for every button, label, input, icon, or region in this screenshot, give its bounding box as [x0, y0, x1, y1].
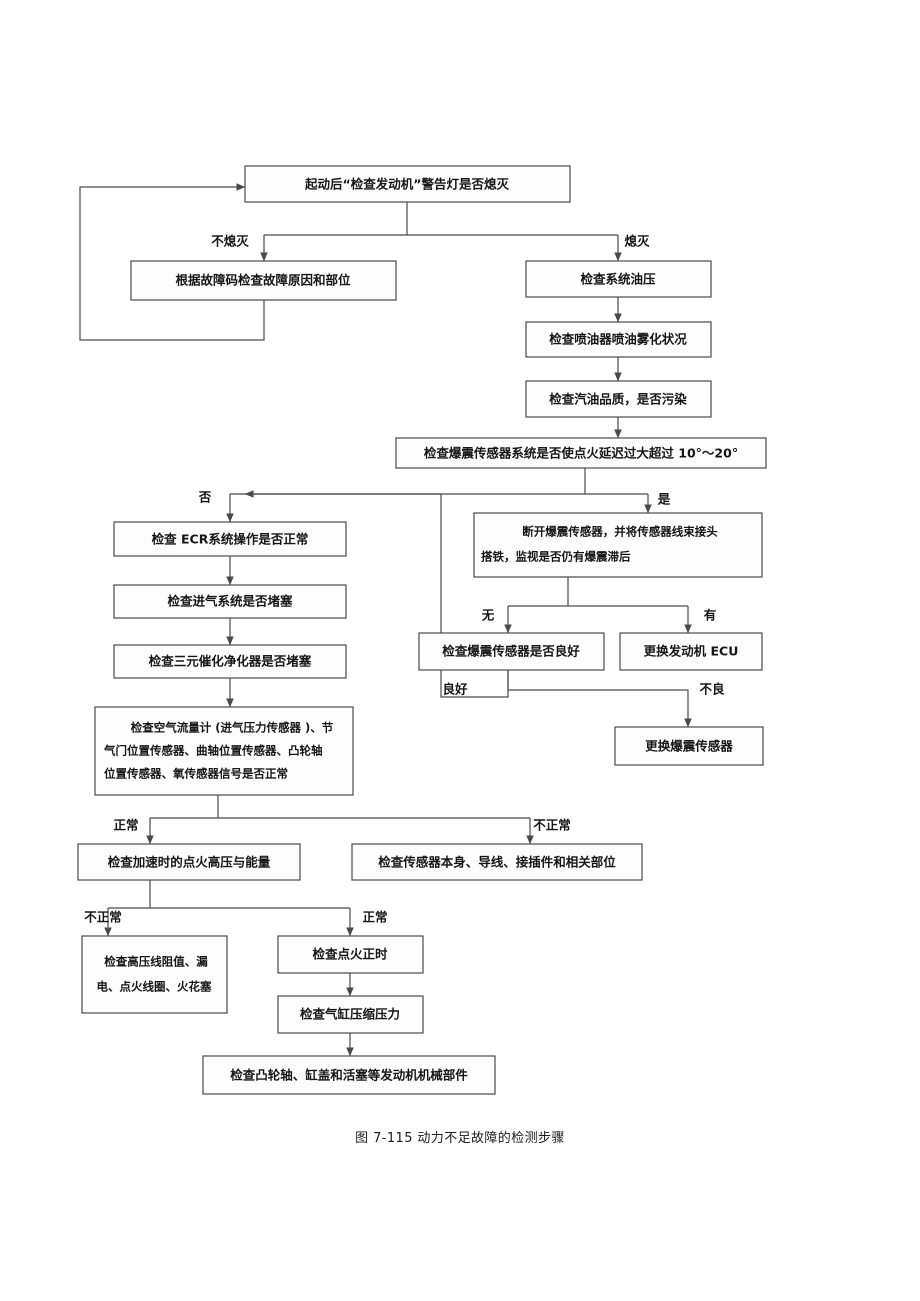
node-intake-system[interactable]: 检查进气系统是否堵塞	[113, 584, 347, 619]
edge-label-yes: 是	[657, 492, 671, 507]
node-hv-line-line1: 检查高压线阻值、漏	[104, 955, 208, 969]
connector-layer	[79, 183, 692, 1057]
node-ignition-hv-energy-label: 检查加速时的点火高压与能量	[108, 855, 271, 870]
node-system-oil-pressure-label: 检查系统油压	[580, 272, 656, 287]
node-ignition-timing[interactable]: 检查点火正时	[277, 935, 424, 974]
node-dtc-check-label: 根据故障码检查故障原因和部位	[175, 273, 351, 288]
node-hv-line-line2: 电、点火线圈、火花塞	[97, 980, 212, 994]
node-disconnect-knock-sensor-box[interactable]	[473, 512, 763, 578]
node-catalytic-converter[interactable]: 检查三元催化净化器是否堵塞	[113, 644, 347, 679]
node-intake-system-box[interactable]	[113, 584, 347, 619]
node-catalytic-converter-box[interactable]	[113, 644, 347, 679]
edge-label-layer: 不熄灭 熄灭 否 是 无 有 良好 不良 正常 不正常 不正常 正常	[84, 234, 725, 925]
node-hv-line[interactable]: 检查高压线阻值、漏 电、点火线圈、火花塞	[81, 935, 228, 1014]
node-sensor-wiring-label: 检查传感器本身、导线、接插件和相关部位	[378, 855, 616, 870]
node-knock-sensor-good[interactable]: 检查爆震传感器是否良好	[418, 632, 605, 671]
figure-caption: 图 7-115 动力不足故障的检测步骤	[355, 1131, 565, 1146]
node-system-oil-pressure-box[interactable]	[525, 260, 712, 298]
edge-label-not-extinguished: 不熄灭	[211, 234, 249, 249]
node-sensor-wiring[interactable]: 检查传感器本身、导线、接插件和相关部位	[351, 843, 643, 881]
node-ecr-system-box[interactable]	[113, 521, 347, 557]
node-sensor-signals-line2: 气门位置传感器、曲轴位置传感器、凸轮轴	[103, 744, 323, 758]
node-cylinder-compression[interactable]: 检查气缸压缩压力	[277, 995, 424, 1034]
edge-label-abnormal-ignition: 不正常	[84, 910, 122, 925]
node-start-box[interactable]	[244, 165, 571, 203]
node-dtc-check-box[interactable]	[130, 260, 397, 301]
node-knock-sensor-system-box[interactable]	[395, 437, 767, 469]
node-cylinder-compression-box[interactable]	[277, 995, 424, 1034]
edge-label-good: 良好	[442, 682, 468, 697]
node-injector-atomization[interactable]: 检查喷油器喷油雾化状况	[525, 321, 712, 358]
node-fuel-quality-label: 检查汽油品质，是否污染	[549, 392, 687, 407]
node-ecr-system[interactable]: 检查 ECR系统操作是否正常	[113, 521, 347, 557]
node-layer: 起动后“检查发动机”警告灯是否熄灭 根据故障码检查故障原因和部位 检查系统油压 …	[77, 165, 767, 1095]
edge-label-bad: 不良	[699, 682, 725, 697]
node-start[interactable]: 起动后“检查发动机”警告灯是否熄灭	[244, 165, 571, 203]
node-ignition-timing-label: 检查点火正时	[312, 947, 388, 962]
node-cylinder-compression-label: 检查气缸压缩压力	[300, 1007, 400, 1022]
conn-dtc-feedback	[79, 183, 265, 341]
node-hv-line-box[interactable]	[81, 935, 228, 1014]
node-knock-sensor-system-label: 检查爆震传感器系统是否使点火延迟过大超过 10°～20°	[424, 446, 738, 461]
node-knock-sensor-system[interactable]: 检查爆震传感器系统是否使点火延迟过大超过 10°～20°	[395, 437, 767, 469]
node-mechanical-parts-label: 检查凸轮轴、缸盖和活塞等发动机机械部件	[230, 1068, 468, 1083]
node-dtc-check[interactable]: 根据故障码检查故障原因和部位	[130, 260, 397, 301]
node-replace-ecu[interactable]: 更换发动机 ECU	[619, 632, 763, 671]
node-replace-ecu-label: 更换发动机 ECU	[644, 644, 739, 659]
edge-label-normal-ignition: 正常	[362, 910, 387, 925]
node-system-oil-pressure[interactable]: 检查系统油压	[525, 260, 712, 298]
edge-label-extinguished: 熄灭	[623, 234, 650, 249]
node-replace-ecu-box[interactable]	[619, 632, 763, 671]
node-catalytic-converter-label: 检查三元催化净化器是否堵塞	[149, 654, 312, 669]
node-ignition-timing-box[interactable]	[277, 935, 424, 974]
node-sensor-wiring-box[interactable]	[351, 843, 643, 881]
node-mechanical-parts-box[interactable]	[202, 1055, 496, 1095]
node-ignition-hv-energy-box[interactable]	[77, 843, 301, 881]
node-mechanical-parts[interactable]: 检查凸轮轴、缸盖和活塞等发动机机械部件	[202, 1055, 496, 1095]
node-sensor-signals-line1: 检查空气流量计 (进气压力传感器 )、节	[131, 721, 334, 735]
edge-label-none: 无	[481, 608, 495, 623]
node-ecr-system-label: 检查 ECR系统操作是否正常	[152, 532, 309, 547]
node-fuel-quality[interactable]: 检查汽油品质，是否污染	[525, 380, 712, 418]
node-sensor-signals-box[interactable]	[94, 706, 354, 796]
node-disconnect-knock-line1: 断开爆震传感器，并将传感器线束接头	[522, 525, 718, 539]
conn-bad-replace-knock	[507, 670, 692, 728]
edge-label-abnormal-sensor: 不正常	[533, 818, 571, 833]
node-disconnect-knock-sensor[interactable]: 断开爆震传感器，并将传感器线束接头 搭铁，监视是否仍有爆震滞后	[473, 512, 763, 578]
node-replace-knock-sensor-label: 更换爆震传感器	[645, 739, 733, 754]
node-fuel-quality-box[interactable]	[525, 380, 712, 418]
node-intake-system-label: 检查进气系统是否堵塞	[167, 594, 293, 609]
node-injector-atomization-box[interactable]	[525, 321, 712, 358]
node-ignition-hv-energy[interactable]: 检查加速时的点火高压与能量	[77, 843, 301, 881]
node-disconnect-knock-line2: 搭铁，监视是否仍有爆震滞后	[481, 550, 631, 564]
node-sensor-signals[interactable]: 检查空气流量计 (进气压力传感器 )、节 气门位置传感器、曲轴位置传感器、凸轮轴…	[94, 706, 354, 796]
node-replace-knock-sensor-box[interactable]	[614, 726, 764, 766]
node-injector-atomization-label: 检查喷油器喷油雾化状况	[549, 332, 687, 347]
node-knock-sensor-good-box[interactable]	[418, 632, 605, 671]
node-replace-knock-sensor[interactable]: 更换爆震传感器	[614, 726, 764, 766]
edge-label-no: 否	[198, 490, 212, 505]
node-sensor-signals-line3: 位置传感器、氧传感器信号是否正常	[104, 767, 288, 781]
edge-label-has: 有	[704, 608, 717, 623]
node-start-label: 起动后“检查发动机”警告灯是否熄灭	[304, 177, 509, 192]
edge-label-normal-sensor: 正常	[113, 818, 138, 833]
node-knock-sensor-good-label: 检查爆震传感器是否良好	[442, 644, 580, 659]
